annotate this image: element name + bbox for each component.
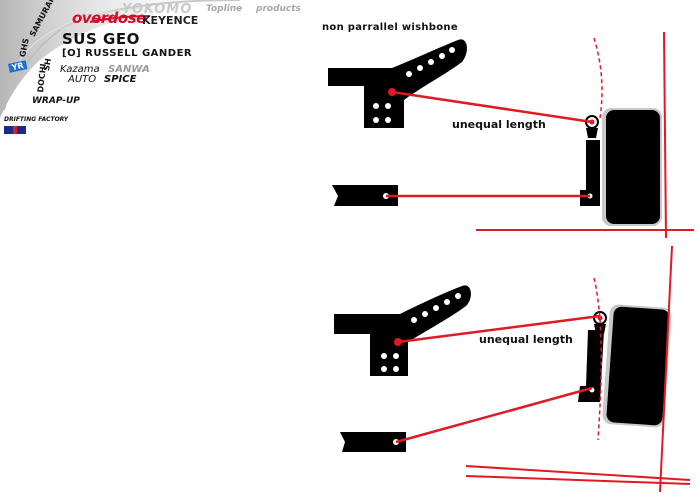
sponsor-auto-logo: AUTO — [68, 74, 97, 85]
sponsor-swoosh-graphic — [0, 0, 240, 118]
bottom-camber-arc — [593, 277, 603, 441]
top-suspension-setup — [328, 31, 694, 239]
tower-hole — [381, 366, 387, 372]
tower-hole — [455, 293, 461, 299]
sponsor-topline-logo: Topline — [206, 4, 243, 14]
flag-icon — [4, 126, 26, 134]
tower-hole — [411, 317, 417, 323]
tower-hole — [385, 117, 391, 123]
top-unequal-length-label: unequal length — [452, 118, 546, 131]
top-camber-arc — [593, 37, 603, 119]
bottom-ground-line — [465, 465, 691, 481]
bottom-shock-tower — [334, 285, 471, 376]
tower-hole — [417, 65, 423, 71]
sponsor-yokomo-logo: YOKOMO — [122, 2, 193, 17]
page-title: SUS GEO — [62, 30, 140, 48]
top-tire — [606, 110, 660, 224]
sponsor-drifting-factory-logo: DRIFTING FACTORY — [4, 116, 69, 123]
sponsor-keyence-logo: KEYENCE — [142, 14, 199, 27]
diagram-heading: non parrallel wishbone — [322, 22, 458, 33]
tower-hole — [433, 305, 439, 311]
sponsor-kazama-logo: Kazama — [60, 64, 100, 75]
sponsor-wrapup-logo: WRAP-UP — [32, 96, 80, 106]
bottom-vertical-line — [659, 245, 673, 493]
tower-hole — [373, 117, 379, 123]
bottom-lower-arm-mount — [340, 432, 406, 452]
tower-hole — [393, 366, 399, 372]
sponsor-sanwa-logo: SANWA — [108, 64, 150, 75]
tower-hole — [449, 47, 455, 53]
top-upper-arm-line — [391, 90, 593, 124]
bottom-suspension-setup — [334, 245, 691, 493]
tower-hole — [393, 353, 399, 359]
sponsor-overdose-logo: overdose — [72, 9, 146, 27]
top-upright — [580, 140, 600, 206]
bottom-ground-line-2 — [465, 475, 691, 485]
tower-hole — [428, 59, 434, 65]
tower-hole — [381, 353, 387, 359]
sponsor-products-logo: products — [256, 4, 301, 14]
tower-hole — [422, 311, 428, 317]
bottom-upright — [578, 330, 604, 402]
tower-hole — [439, 53, 445, 59]
top-shock-tower — [328, 39, 467, 128]
top-vertical-line — [663, 31, 667, 239]
bottom-unequal-length-label: unequal length — [479, 333, 573, 346]
bottom-tire — [606, 306, 670, 426]
sponsor-spice-logo: SPICE — [104, 74, 137, 85]
top-lower-arm-mount — [332, 185, 398, 206]
tower-hole — [406, 71, 412, 77]
tower-hole — [385, 103, 391, 109]
tower-hole — [444, 299, 450, 305]
bottom-upper-arm-line — [397, 314, 601, 344]
bottom-lower-arm-line — [395, 386, 593, 444]
tower-hole — [373, 103, 379, 109]
author-credit: [O] RUSSELL GANDER — [62, 48, 193, 59]
